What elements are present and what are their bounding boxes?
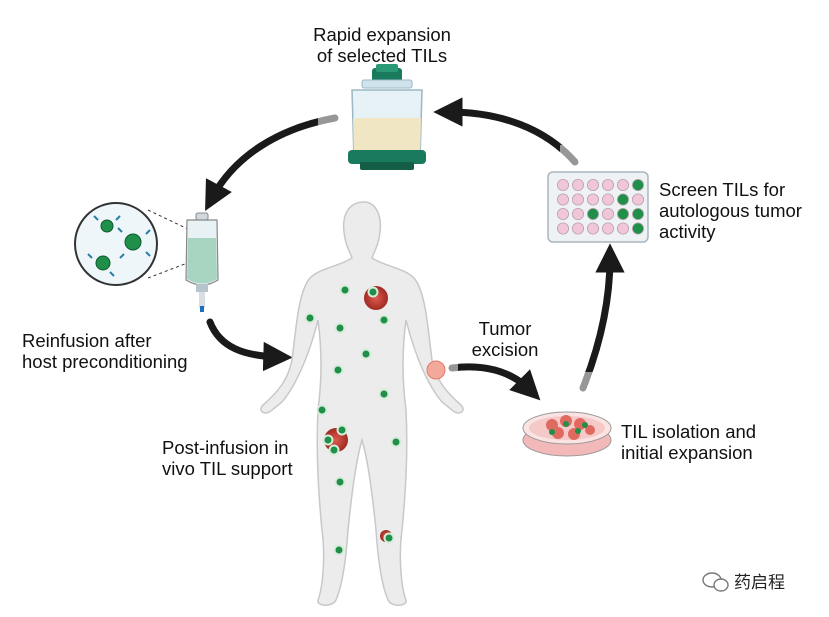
- well-positive: [587, 207, 600, 220]
- well-positive: [632, 222, 645, 235]
- well: [587, 178, 600, 191]
- well: [602, 178, 615, 191]
- watermark: 药启程: [734, 568, 785, 593]
- step-reinfusion-label: Reinfusion after host preconditioning: [22, 330, 188, 372]
- well: [587, 222, 600, 235]
- arrow-excision-to-dish: [448, 363, 541, 401]
- well-plate-icon: [547, 171, 649, 243]
- well: [557, 222, 570, 235]
- well: [572, 178, 585, 191]
- iv-bag-icon: [185, 212, 219, 312]
- step-tumor-excision-label: Tumor excision: [471, 318, 539, 360]
- well: [617, 178, 630, 191]
- petri-dish-icon: [522, 411, 612, 457]
- well: [602, 207, 615, 220]
- well-positive: [632, 178, 645, 191]
- step-rapid-expansion-label: Rapid expansion of selected TILs: [313, 24, 451, 66]
- well: [617, 222, 630, 235]
- human-body-icon: [260, 201, 464, 606]
- step-post-infusion-label: Post-infusion in vivo TIL support: [162, 437, 293, 479]
- zoom-circle: [74, 202, 191, 286]
- well: [572, 222, 585, 235]
- watermark-text: 药启程: [734, 573, 785, 592]
- well: [632, 193, 645, 206]
- well: [602, 193, 615, 206]
- well: [572, 193, 585, 206]
- well-positive: [617, 193, 630, 206]
- well: [557, 207, 570, 220]
- bioreactor-icon: [348, 64, 426, 170]
- arrow-expansion-to-reinfusion: [205, 114, 339, 211]
- step-isolation-label: TIL isolation and initial expansion: [621, 421, 757, 463]
- well: [557, 193, 570, 206]
- well-positive: [632, 207, 645, 220]
- well: [602, 222, 615, 235]
- step-screen-label: Screen TILs for autologous tumor activit…: [659, 179, 802, 242]
- arrow-screen-to-expansion: [433, 97, 579, 166]
- well: [557, 178, 570, 191]
- tumor-arm: [426, 360, 446, 380]
- arrow-dish-to-screen: [579, 243, 625, 392]
- body-t-cells: [304, 284, 402, 556]
- well: [587, 193, 600, 206]
- t-cells-in-zoom: [95, 219, 142, 271]
- arrow-bag-to-body: [206, 318, 293, 372]
- well-positive: [617, 207, 630, 220]
- wechat-icon: [702, 572, 729, 592]
- well: [572, 207, 585, 220]
